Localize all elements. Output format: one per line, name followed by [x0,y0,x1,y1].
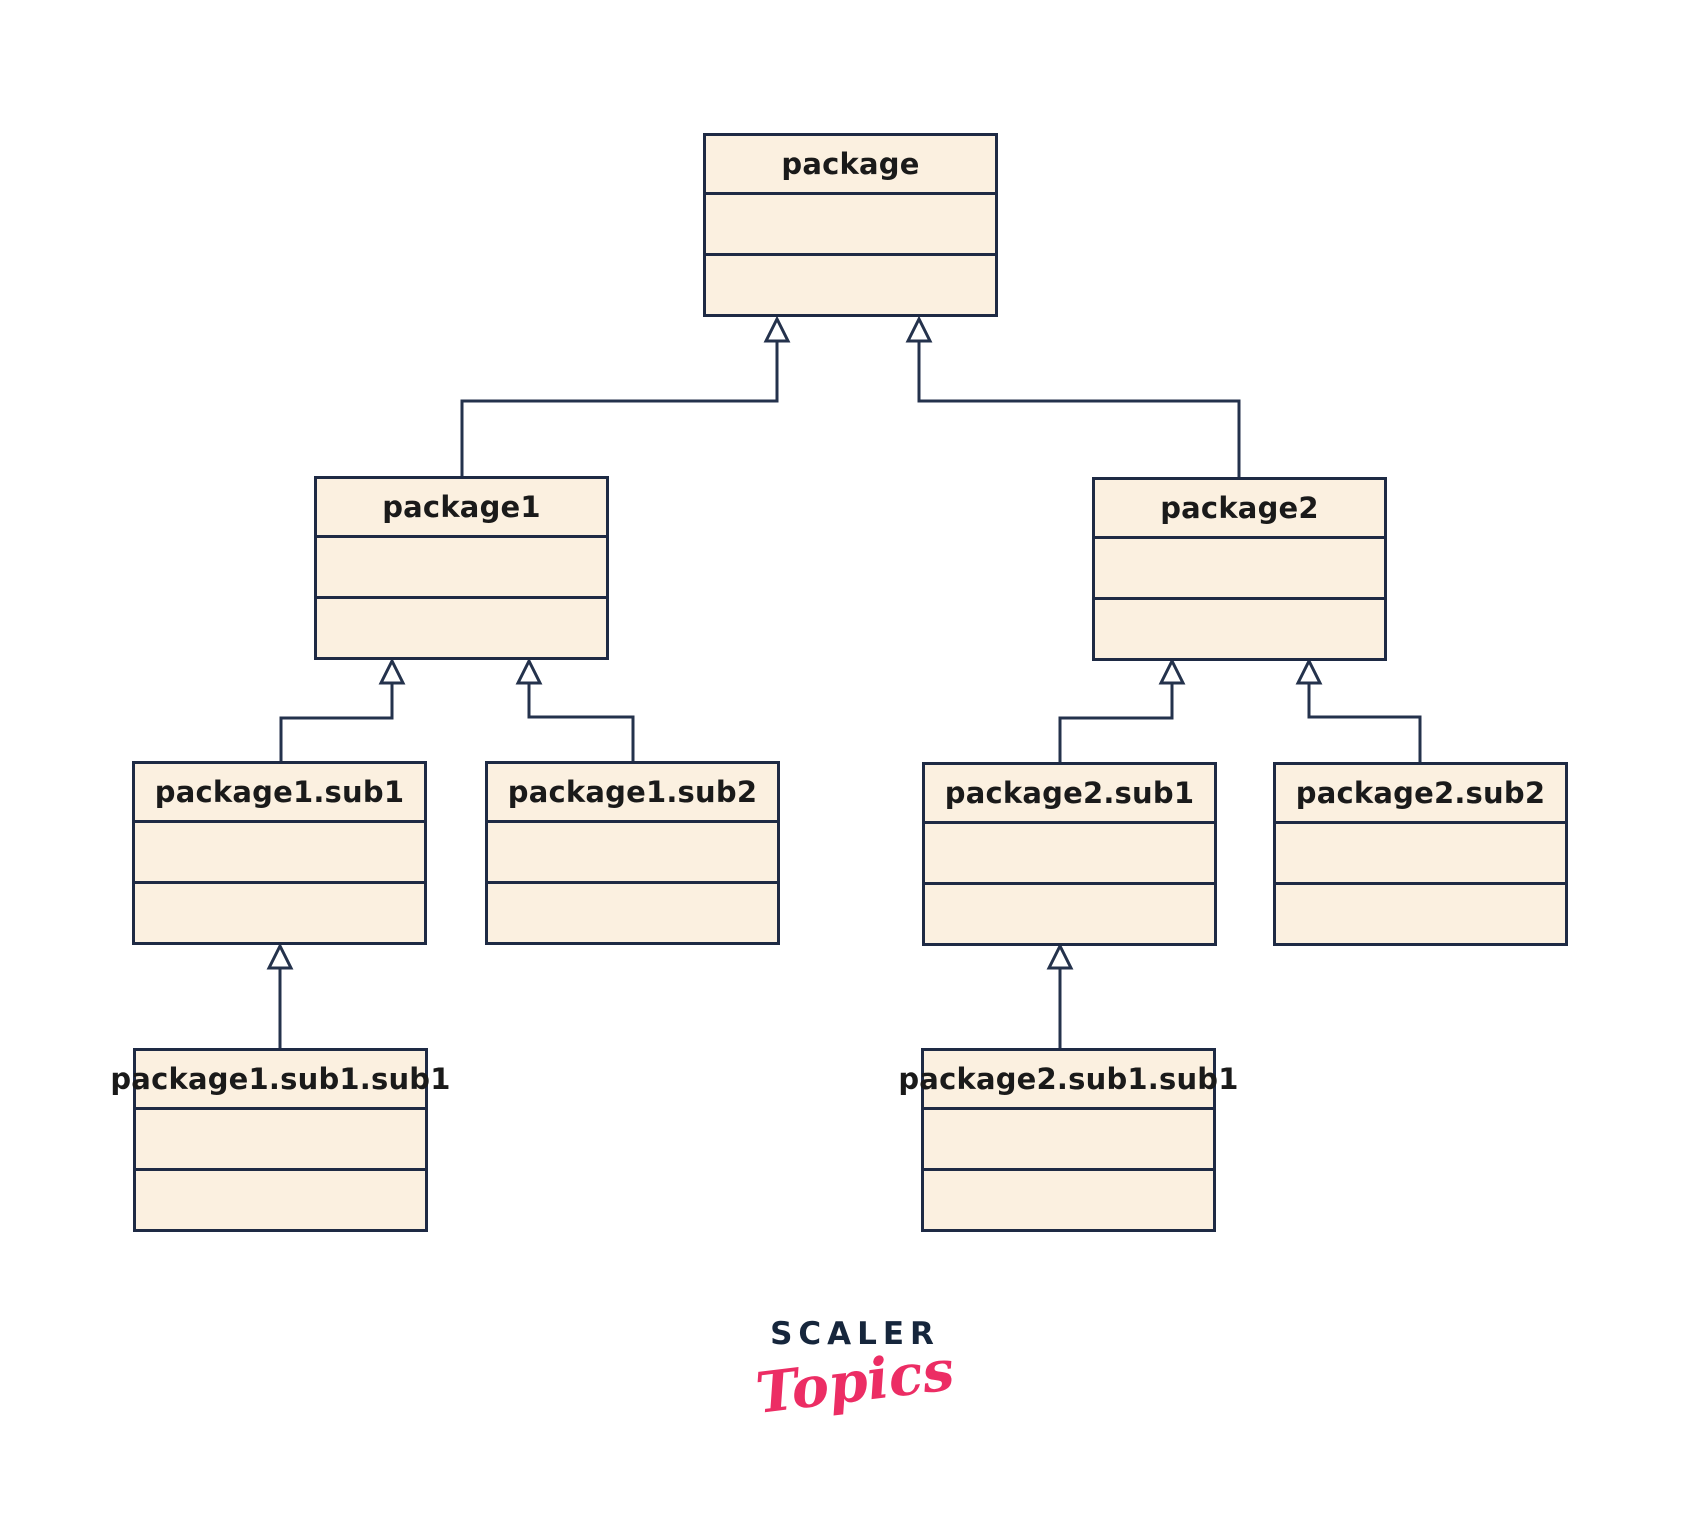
operations-compartment [135,884,424,942]
class-name-label: package2.sub1 [925,765,1214,824]
generalization-arrowhead-icon [266,942,294,970]
edge-package2sub1sub1-to-package2sub1 [1046,942,1074,1048]
edge-package2sub1-to-package2 [1058,657,1186,762]
uml-class-box-package2-sub2: package2.sub2 [1273,762,1568,946]
logo-brand-text: SCALER [770,1316,940,1352]
class-name-label: package [706,136,995,195]
generalization-arrowhead-icon [763,315,791,343]
class-name-label: package2.sub2 [1276,765,1565,824]
operations-compartment [706,256,995,314]
attributes-compartment [488,823,777,884]
uml-class-box-package1-sub2: package1.sub2 [485,761,780,945]
operations-compartment [925,885,1214,943]
uml-class-box-package2-sub1: package2.sub1 [922,762,1217,946]
generalization-arrowhead-icon [1046,942,1074,970]
attributes-compartment [1276,824,1565,885]
class-name-label: package1.sub1 [135,764,424,823]
operations-compartment [136,1171,425,1229]
generalization-arrowhead-icon [378,657,406,685]
edge-package2-to-package [905,315,1241,477]
uml-class-box-package1-sub1-sub1: package1.sub1.sub1 [110,1048,450,1232]
edge-package1sub2-to-package1 [515,657,635,761]
edge-package1sub1-to-package1 [279,657,406,761]
operations-compartment [488,884,777,942]
uml-class-box-package1: package1 [314,476,609,660]
operations-compartment [924,1171,1213,1229]
attributes-compartment [924,1110,1213,1171]
edge-package1sub1sub1-to-package1sub1 [266,942,294,1048]
attributes-compartment [1095,539,1384,600]
attributes-compartment [706,195,995,256]
class-name-label: package1.sub2 [488,764,777,823]
operations-compartment [317,599,606,657]
class-name-label: package2 [1095,480,1384,539]
generalization-arrowhead-icon [515,657,543,685]
uml-class-box-package2-sub1-sub1: package2.sub1.sub1 [898,1048,1238,1232]
generalization-arrowhead-icon [905,315,933,343]
uml-class-box-package1-sub1: package1.sub1 [132,761,427,945]
uml-class-box-package2: package2 [1092,477,1387,661]
attributes-compartment [925,824,1214,885]
attributes-compartment [135,823,424,884]
generalization-arrowhead-icon [1158,657,1186,685]
edge-package1-to-package [460,315,791,476]
edge-package2sub2-to-package2 [1295,657,1422,762]
scaler-topics-logo: SCALER Topics [752,1316,957,1427]
generalization-arrowhead-icon [1295,657,1323,685]
logo-script-text: Topics [752,1337,958,1427]
class-name-label: package1 [317,479,606,538]
class-name-label: package1.sub1.sub1 [110,1051,450,1110]
attributes-compartment [317,538,606,599]
operations-compartment [1276,885,1565,943]
uml-class-box-package: package [703,133,998,317]
attributes-compartment [136,1110,425,1171]
class-name-label: package2.sub1.sub1 [898,1051,1238,1110]
operations-compartment [1095,600,1384,658]
